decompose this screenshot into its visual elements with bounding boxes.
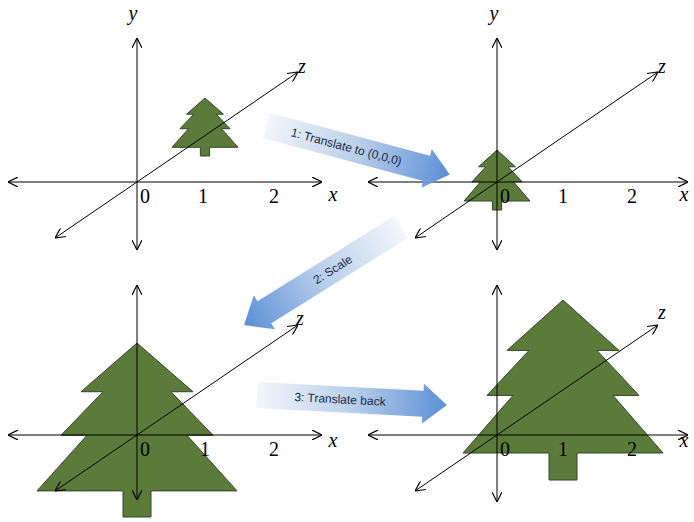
axis-tick-number: 2 bbox=[627, 186, 637, 206]
y-axis bbox=[497, 38, 498, 250]
axis-name: z bbox=[658, 302, 666, 322]
step-arrow: 1: Translate to (0,0,0) bbox=[261, 106, 455, 194]
block-arrow-body bbox=[261, 106, 455, 194]
step-arrow: 3: Translate back bbox=[256, 375, 448, 425]
axis-tick-number: 1 bbox=[558, 186, 568, 206]
block-arrow-body bbox=[256, 375, 448, 425]
axis-name: x bbox=[680, 184, 689, 204]
z-axis bbox=[55, 72, 298, 238]
x-axis bbox=[8, 182, 322, 183]
x-axis bbox=[8, 435, 322, 436]
block-arrow-body bbox=[233, 210, 411, 342]
y-axis bbox=[137, 38, 138, 250]
tree-figures bbox=[37, 98, 663, 517]
axis-tick-number: 0 bbox=[500, 439, 510, 459]
tree-original bbox=[172, 98, 238, 156]
z-axis bbox=[415, 72, 658, 238]
axis-name: z bbox=[658, 56, 666, 76]
axis-tick-number: 1 bbox=[558, 439, 568, 459]
axis-name: x bbox=[329, 430, 338, 450]
step-arrow: 2: Scale bbox=[233, 210, 411, 342]
x-axis bbox=[368, 435, 688, 436]
axis-name: z bbox=[298, 56, 306, 76]
axis-lines bbox=[8, 38, 688, 502]
axis-name: x bbox=[329, 184, 338, 204]
axis-tick-number: 0 bbox=[140, 186, 150, 206]
axis-tick-number: 1 bbox=[198, 186, 208, 206]
y-axis bbox=[137, 285, 138, 500]
axis-name: y bbox=[129, 3, 138, 23]
axis-tick-number: 2 bbox=[269, 186, 279, 206]
axis-name: y bbox=[490, 3, 499, 23]
axis-tick-number: 2 bbox=[269, 439, 279, 459]
z-axis bbox=[415, 325, 658, 491]
axis-name: z bbox=[296, 308, 304, 328]
y-axis bbox=[497, 285, 498, 502]
axis-tick-number: 1 bbox=[200, 439, 210, 459]
axis-name: x bbox=[680, 430, 689, 450]
axis-tick-number: 0 bbox=[140, 439, 150, 459]
axis-tick-number: 2 bbox=[627, 439, 637, 459]
axis-tick-number: 0 bbox=[500, 186, 510, 206]
x-axis bbox=[368, 182, 688, 183]
